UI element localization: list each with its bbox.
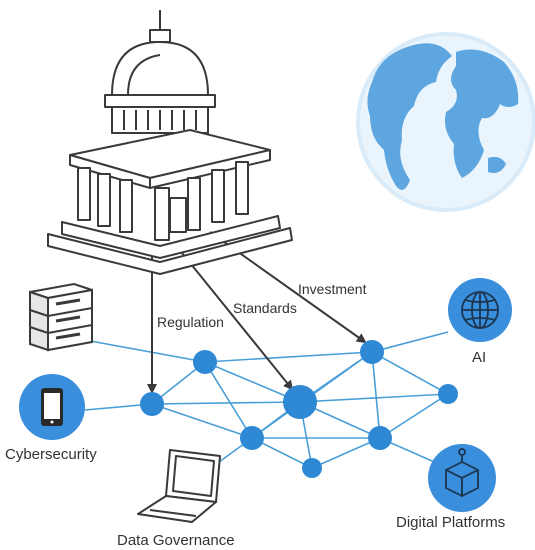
server-icon bbox=[29, 282, 93, 352]
network-nodes bbox=[140, 340, 458, 478]
smartphone-icon bbox=[19, 374, 85, 440]
standards-label: Standards bbox=[233, 300, 297, 316]
network-node bbox=[240, 426, 264, 450]
network-node bbox=[438, 384, 458, 404]
regulation-label: Regulation bbox=[157, 314, 224, 330]
investment-label: Investment bbox=[298, 281, 367, 297]
network-node bbox=[368, 426, 392, 450]
package-icon bbox=[428, 444, 496, 512]
data-governance-label: Data Governance bbox=[117, 532, 235, 549]
globe-network-icon bbox=[448, 278, 512, 342]
network-node bbox=[360, 340, 384, 364]
network-node bbox=[140, 392, 164, 416]
network-edges bbox=[84, 331, 449, 469]
ai-label: AI bbox=[472, 349, 487, 366]
network-node bbox=[193, 350, 217, 374]
government-building-icon bbox=[47, 10, 293, 275]
cybersecurity-label: Cybersecurity bbox=[5, 446, 97, 463]
laptop-icon bbox=[137, 449, 221, 523]
network-node bbox=[302, 458, 322, 478]
digital-platforms-label: Digital Platforms bbox=[396, 514, 506, 531]
globe-icon bbox=[356, 32, 535, 212]
standards-arrow bbox=[177, 247, 294, 391]
network-node bbox=[283, 385, 317, 419]
